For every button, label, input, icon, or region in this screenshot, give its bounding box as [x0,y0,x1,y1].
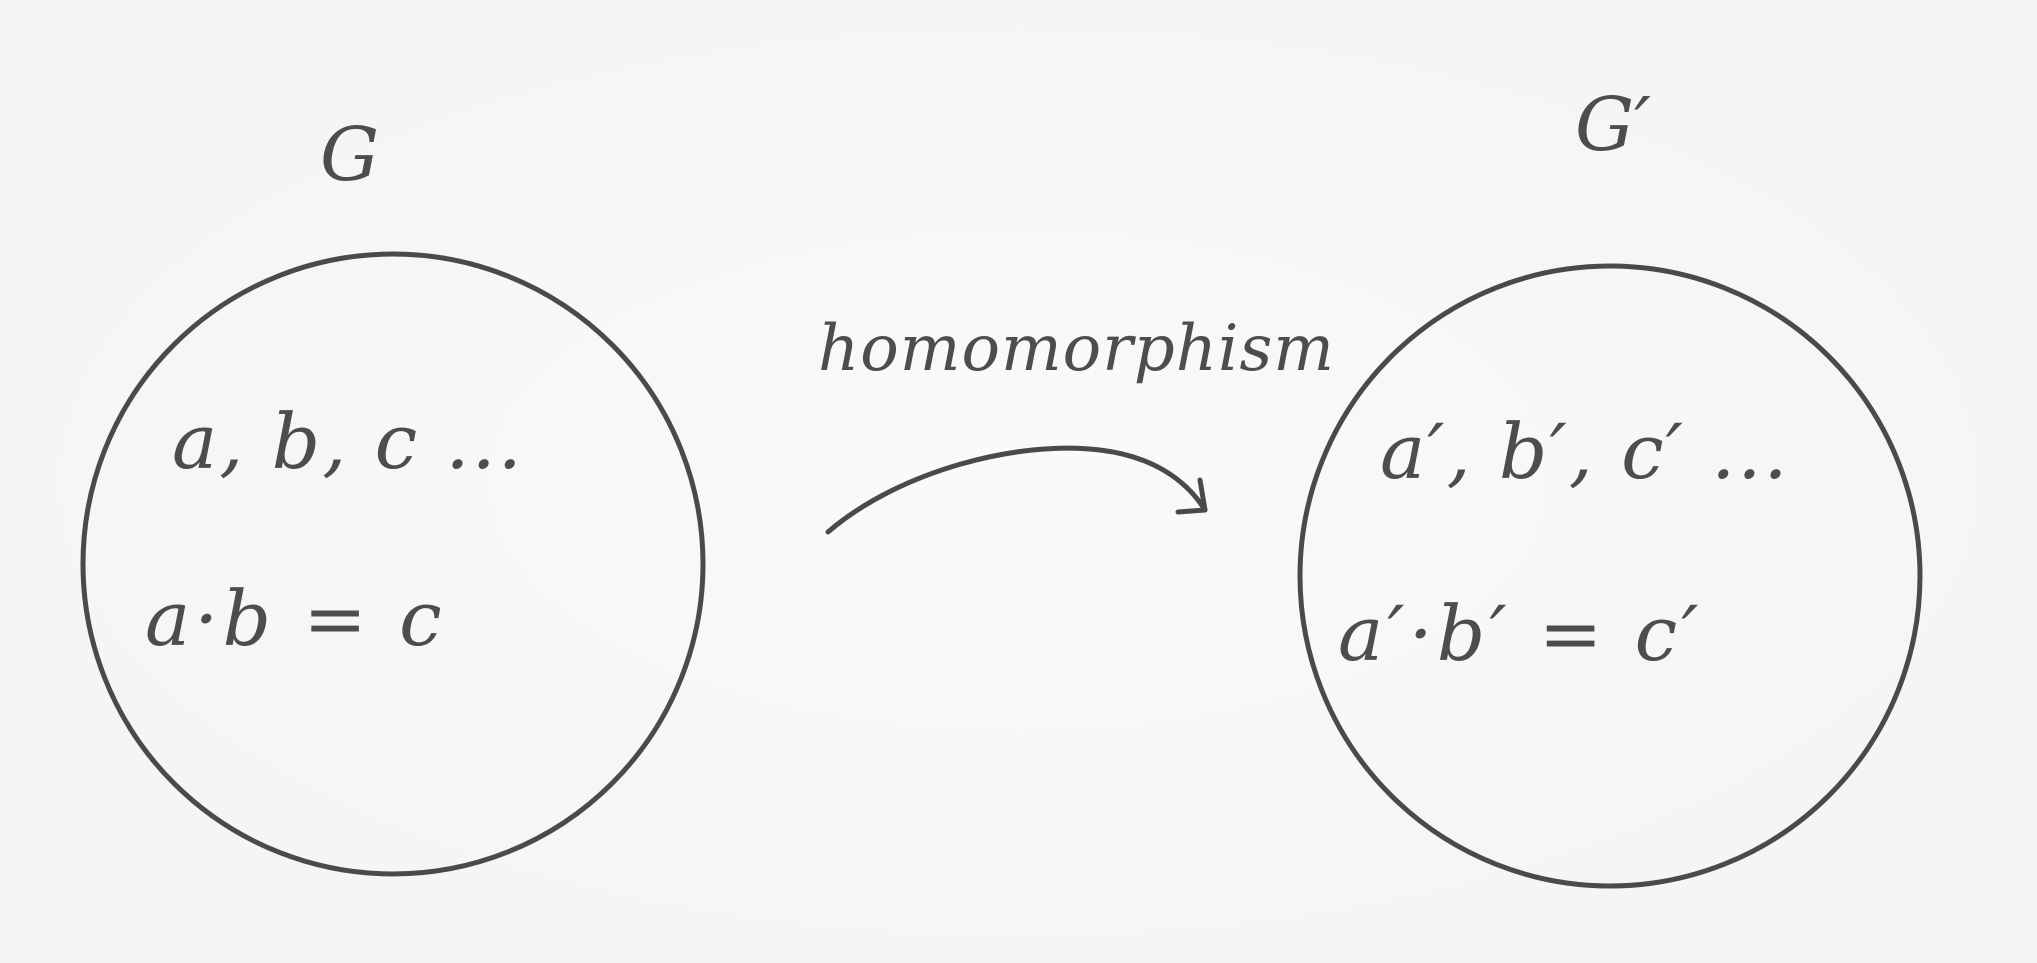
arrowhead-icon [1175,477,1208,515]
target-set-circle [1297,263,1923,889]
target-set-elements: a′, b′, c′ ... [1380,407,1790,496]
source-set-circle [80,251,706,877]
mapping-label: homomorphism [818,312,1335,386]
mapping-arrow-curve [825,445,1208,535]
source-set-name: G [320,112,379,198]
source-set-elements: a, b, c ... [172,397,524,486]
target-set-relation: a′·b′ = c′ [1338,589,1702,678]
target-set-group: G′ a′, b′, c′ ... a′·b′ = c′ [1297,82,1923,889]
mapping-group: homomorphism [818,312,1335,535]
source-set-relation: a·b = c [145,574,446,663]
source-set-group: G a, b, c ... a·b = c [80,112,706,877]
target-set-name: G′ [1575,82,1651,168]
